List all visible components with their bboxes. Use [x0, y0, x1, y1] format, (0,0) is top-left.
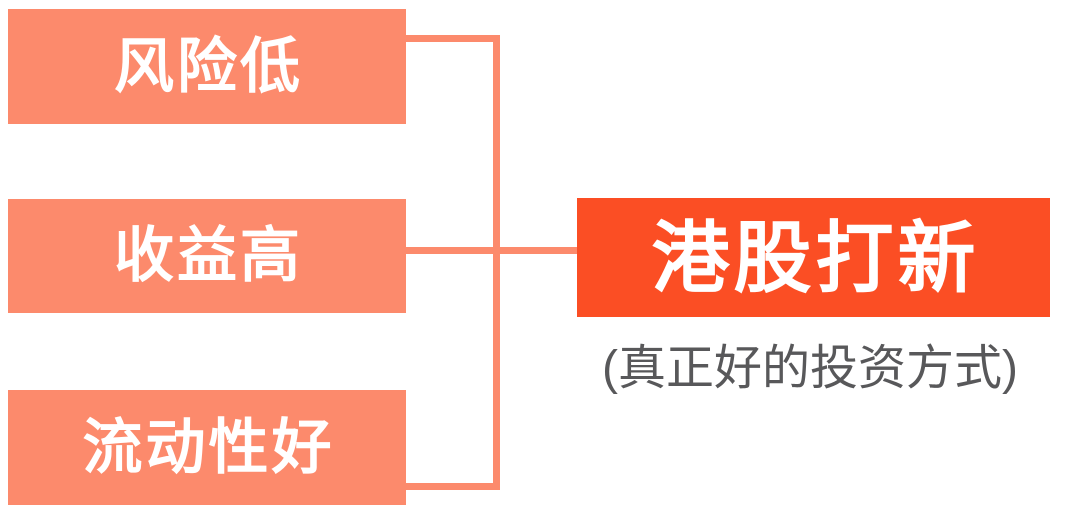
factor-box-liquidity: 流动性好: [8, 390, 406, 505]
factor-box-return: 收益高: [8, 199, 406, 313]
factor-label-risk: 风险低: [114, 32, 303, 100]
connector-line-top: [406, 35, 500, 42]
result-title: 港股打新: [651, 213, 980, 302]
result-box: 港股打新: [577, 198, 1050, 317]
factor-label-return: 收益高: [114, 222, 303, 289]
result-subtitle: (真正好的投资方式): [602, 342, 1018, 395]
connector-line-vertical: [493, 35, 500, 490]
factor-box-risk: 风险低: [8, 9, 406, 124]
factor-label-liquidity: 流动性好: [82, 413, 335, 481]
connector-line-bottom: [406, 483, 500, 490]
connector-line-middle: [406, 247, 578, 254]
